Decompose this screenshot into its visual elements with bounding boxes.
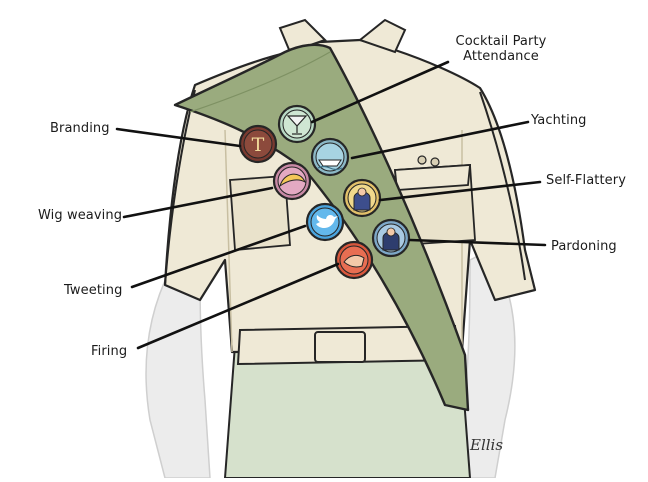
label-branding: Branding — [50, 121, 110, 136]
belt-buckle — [314, 331, 366, 363]
pardoning-badge-icon — [371, 218, 411, 258]
branding-badge-letter: T — [252, 134, 265, 156]
self-flattery-badge-icon — [342, 178, 382, 218]
shirt-button — [430, 157, 440, 167]
branding-badge-icon: T — [238, 124, 278, 164]
label-tweeting: Tweeting — [64, 283, 123, 298]
label-self-flattery: Self-Flattery — [546, 173, 627, 188]
shirt-button — [417, 155, 427, 165]
artist-signature: Ellis — [470, 436, 504, 454]
twitter-bird-badge-icon — [305, 202, 345, 242]
label-cocktail-line2: Attendance — [463, 49, 539, 64]
wig-badge-icon — [272, 161, 312, 201]
label-yachting: Yachting — [531, 113, 587, 128]
left-arm — [145, 269, 211, 479]
leader-lines — [115, 60, 547, 350]
cocktail-badge-icon — [277, 104, 317, 144]
label-cocktail-line1: Cocktail Party — [455, 34, 547, 49]
collar-right — [357, 18, 407, 54]
label-pardoning: Pardoning — [551, 239, 617, 254]
firing-badge-icon — [334, 240, 374, 280]
yacht-badge-icon — [310, 137, 350, 177]
label-firing: Firing — [91, 344, 128, 359]
label-wig-weaving: Wig weaving — [38, 208, 123, 223]
label-cocktail-party: Cocktail Party Attendance — [445, 34, 557, 64]
